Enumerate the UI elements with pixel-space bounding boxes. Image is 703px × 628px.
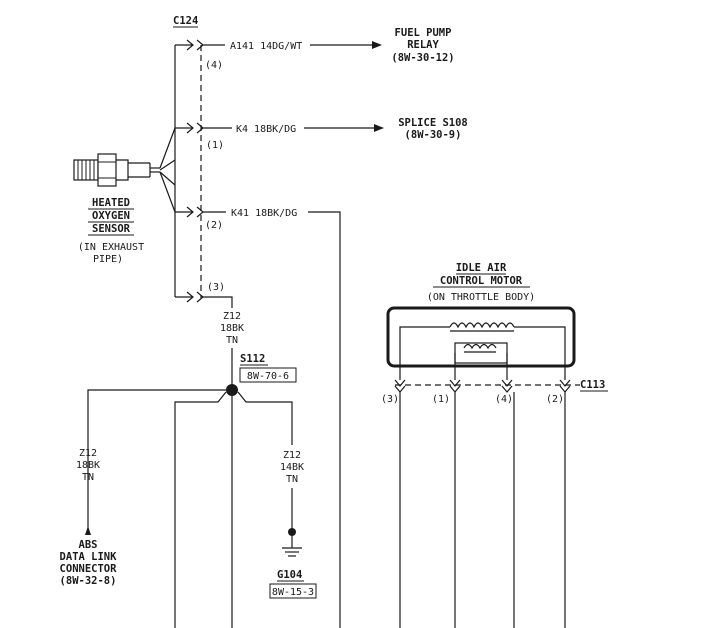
iac-location: (ON THROTTLE BODY) bbox=[427, 292, 535, 303]
c113-pin-4-label: (4) bbox=[495, 394, 513, 405]
sensor-name-line-1: HEATED bbox=[92, 197, 130, 209]
abs-terminal-arrow bbox=[85, 526, 91, 535]
wire-k41-label: K41 18BK/DG bbox=[231, 208, 297, 219]
splice-s108-label: SPLICE S108 bbox=[398, 117, 468, 129]
c113-pin-2-label: (2) bbox=[546, 394, 564, 405]
splice-s112-dot bbox=[226, 384, 238, 396]
sensor-location-line-1: (IN EXHAUST bbox=[78, 242, 144, 253]
wire-z12-top-label-2: 18BK bbox=[220, 323, 244, 334]
g104-label: G104 bbox=[277, 569, 302, 581]
c124-pin-4-label: (4) bbox=[205, 60, 223, 71]
abs-line-1: ABS bbox=[79, 539, 98, 551]
ground-symbol-icon bbox=[282, 528, 302, 557]
c113-pins bbox=[394, 379, 571, 628]
abs-ref: (8W-32-8) bbox=[60, 575, 117, 587]
wire-k4-label: K4 18BK/DG bbox=[236, 124, 296, 135]
s112-label: S112 bbox=[240, 353, 265, 365]
c124-pin-1 bbox=[175, 122, 384, 134]
s112-ref: 8W-70-6 bbox=[247, 371, 289, 382]
wire-to-ground bbox=[237, 391, 293, 445]
wire-z12-top-label-1: Z12 bbox=[223, 311, 241, 322]
wire-to-abs bbox=[87, 389, 226, 535]
c113-pin-3-label: (3) bbox=[381, 394, 399, 405]
oxygen-sensor-symbol bbox=[73, 127, 176, 213]
c124-pin-4 bbox=[175, 39, 382, 51]
arrow-to-fuel-pump-relay bbox=[372, 41, 382, 49]
wire-z12-right-label-2: 14BK bbox=[280, 462, 304, 473]
abs-line-2: DATA LINK bbox=[60, 551, 118, 563]
wire-z12-left-label-2: 18BK bbox=[76, 460, 100, 471]
wire-branch-left bbox=[174, 391, 227, 628]
wire-z12-right-label-3: TN bbox=[286, 474, 298, 485]
c124-pin-2-label: (2) bbox=[205, 220, 223, 231]
fuel-pump-relay-line-1: FUEL PUMP bbox=[395, 27, 452, 39]
abs-line-3: CONNECTOR bbox=[60, 563, 118, 575]
c124-label: C124 bbox=[173, 15, 198, 27]
s112-ref-box bbox=[239, 367, 297, 383]
sensor-location-line-2: PIPE) bbox=[93, 254, 123, 265]
iac-coil-icon bbox=[399, 322, 566, 380]
wire-z12-left-label-3: TN bbox=[82, 472, 94, 483]
c124-pin-3 bbox=[175, 291, 233, 390]
g104-ref-box bbox=[269, 583, 317, 599]
iac-title-line-2: CONTROL MOTOR bbox=[440, 275, 523, 287]
c124-pin-3-label: (3) bbox=[207, 282, 225, 293]
sensor-name-line-2: OXYGEN bbox=[92, 210, 130, 222]
fuel-pump-relay-line-2: RELAY bbox=[407, 39, 439, 51]
c113-label: C113 bbox=[580, 379, 605, 391]
fuel-pump-relay-ref: (8W-30-12) bbox=[391, 52, 454, 64]
c124-pin-1-label: (1) bbox=[206, 140, 224, 151]
c124-pin-2 bbox=[175, 206, 341, 628]
iac-motor-housing bbox=[386, 306, 576, 368]
g104-ref: 8W-15-3 bbox=[272, 587, 314, 598]
sensor-name-line-3: SENSOR bbox=[92, 223, 131, 235]
wire-z12-left-label-1: Z12 bbox=[79, 448, 97, 459]
splice-s108-ref: (8W-30-9) bbox=[405, 129, 462, 141]
wire-a141-label: A141 14DG/WT bbox=[230, 41, 302, 52]
iac-title-line-1: IDLE AIR bbox=[456, 262, 507, 274]
wire-z12-right-label-1: Z12 bbox=[283, 450, 301, 461]
arrow-to-splice-s108 bbox=[374, 124, 384, 132]
wire-z12-top-label-3: TN bbox=[226, 335, 238, 346]
c113-pin-1-label: (1) bbox=[432, 394, 450, 405]
